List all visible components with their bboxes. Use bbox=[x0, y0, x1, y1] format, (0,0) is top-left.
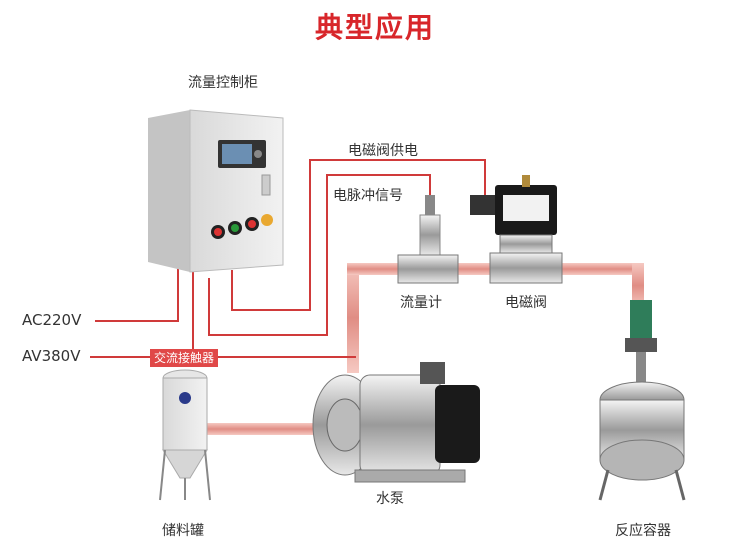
label-ac220: AC220V bbox=[22, 311, 81, 329]
label-storage-tank: 储料罐 bbox=[162, 520, 204, 540]
water-pump-device bbox=[313, 362, 480, 482]
wire-ac220 bbox=[95, 268, 178, 321]
label-water-pump: 水泵 bbox=[376, 488, 404, 508]
label-valve-power: 电磁阀供电 bbox=[348, 140, 418, 160]
label-av380: AV380V bbox=[22, 347, 80, 365]
flow-meter-device bbox=[398, 195, 458, 283]
label-solenoid-valve: 电磁阀 bbox=[505, 292, 547, 312]
control-cabinet bbox=[148, 110, 283, 272]
label-reactor: 反应容器 bbox=[615, 520, 671, 540]
label-contactor: 交流接触器 bbox=[150, 349, 218, 367]
reactor-device bbox=[600, 300, 684, 500]
label-pulse-signal: 电脉冲信号 bbox=[333, 185, 403, 205]
label-flow-meter: 流量计 bbox=[400, 292, 442, 312]
storage-tank-device bbox=[160, 370, 210, 500]
label-control-cabinet: 流量控制柜 bbox=[188, 72, 258, 92]
pipe-tank-pump bbox=[205, 423, 325, 435]
